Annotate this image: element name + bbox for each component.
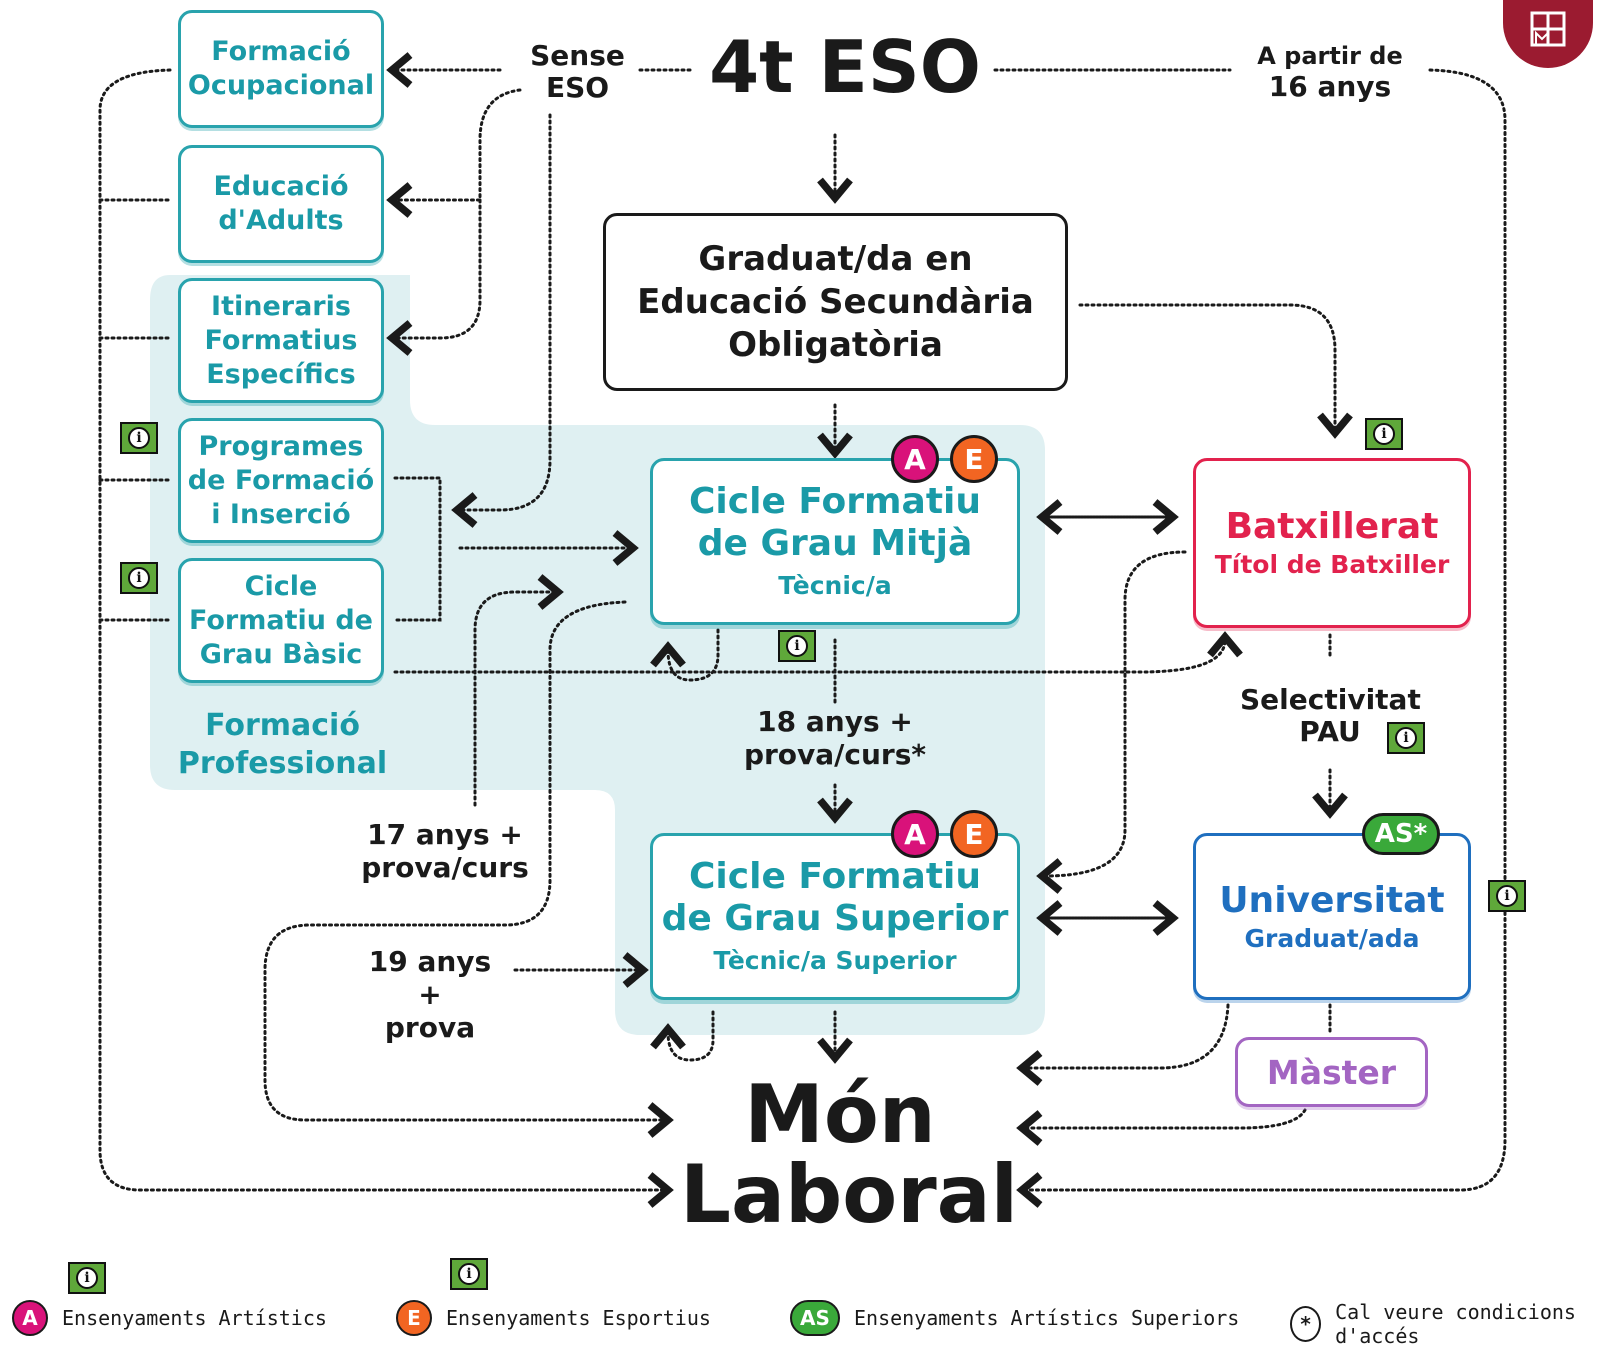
grau-superior-box[interactable]: Cicle Formatiu de Grau Superior Tècnic/a… (650, 833, 1020, 1000)
condition-19-anys: 19 anys + prova (368, 945, 492, 1044)
legend-esportius: E Ensenyaments Esportius (396, 1300, 711, 1336)
mon-label: Món (744, 1068, 936, 1161)
sense-eso-label: Sense ESO (530, 39, 625, 104)
programes-label: Programes de Formació i Inserció (187, 430, 375, 530)
formacio-ocupacional-label: Formació Ocupacional (187, 36, 375, 101)
badge-artistics: A (891, 435, 939, 483)
universitat-subtitle: Graduat/ada (1244, 923, 1420, 953)
universitat-box[interactable]: Universitat Graduat/ada (1193, 833, 1471, 1000)
info-icon[interactable]: i (450, 1258, 488, 1290)
legend-a-icon: A (12, 1300, 48, 1336)
universitat-title: Universitat (1219, 879, 1445, 921)
mon-laboral-label: Món Laboral (680, 1068, 1019, 1241)
master-box[interactable]: Màster (1235, 1037, 1428, 1107)
a-partir-label: A partir de (1257, 42, 1403, 70)
condition-17-anys: 17 anys + prova/curs (361, 818, 529, 884)
condition-18-anys: 18 anys + prova/curs* (743, 705, 927, 771)
info-icon[interactable]: i (1387, 722, 1425, 754)
fp-label: Formació Professional (177, 708, 388, 781)
legend-condicions: * Cal veure condicions d'accés (1290, 1300, 1621, 1348)
selectivitat-label: Selectivitat (1240, 683, 1421, 716)
legend-esportius-label: Ensenyaments Esportius (446, 1306, 711, 1330)
legend-star-icon: * (1290, 1306, 1322, 1342)
laboral-label: Laboral (680, 1148, 1019, 1241)
legend-artistics-label: Ensenyaments Artístics (62, 1306, 327, 1330)
formacio-ocupacional-box[interactable]: Formació Ocupacional (178, 10, 384, 128)
batxillerat-title: Batxillerat (1225, 506, 1439, 547)
master-title: Màster (1266, 1052, 1397, 1092)
info-icon[interactable]: i (68, 1262, 106, 1294)
badge-esportius: E (950, 435, 998, 483)
info-icon[interactable]: i (120, 562, 158, 594)
educacio-adults-label: Educació d'Adults (213, 171, 349, 236)
itineraris-box[interactable]: Itineraris Formatius Específics (178, 278, 384, 403)
info-icon[interactable]: i (778, 630, 816, 662)
legend-condicions-label: Cal veure condicions d'accés (1335, 1300, 1576, 1348)
legend-artistics: A Ensenyaments Artístics (12, 1300, 327, 1336)
cicle-basic-box[interactable]: Cicle Formatiu de Grau Bàsic (178, 558, 384, 683)
legend-as-icon: AS (790, 1300, 840, 1336)
programes-box[interactable]: Programes de Formació i Inserció (178, 418, 384, 543)
title-4t-eso: 4t ESO (709, 25, 981, 109)
legend-e-icon: E (396, 1300, 432, 1336)
cicle-basic-label: Cicle Formatiu de Grau Bàsic (189, 570, 373, 670)
badge-artistics: A (891, 810, 939, 858)
pau-label: PAU (1299, 715, 1361, 748)
grau-superior-title: Cicle Formatiu de Grau Superior (661, 855, 1009, 939)
educacio-adults-box[interactable]: Educació d'Adults (178, 145, 384, 263)
badge-esportius: E (950, 810, 998, 858)
graduat-eso-box[interactable]: Graduat/da en Educació Secundària Obliga… (603, 213, 1068, 391)
grau-mitja-title: Cicle Formatiu de Grau Mitjà (689, 480, 981, 564)
legend-artistics-superiors-label: Ensenyaments Artístics Superiors (854, 1306, 1240, 1330)
batxillerat-subtitle: Títol de Batxiller (1214, 550, 1450, 579)
grau-mitja-subtitle: Tècnic/a (778, 570, 892, 600)
itineraris-label: Itineraris Formatius Específics (204, 290, 358, 390)
info-icon[interactable]: i (1488, 880, 1526, 912)
graduat-eso-label: Graduat/da en Educació Secundària Obliga… (637, 238, 1034, 365)
legend-artistics-superiors: AS Ensenyaments Artístics Superiors (790, 1300, 1239, 1336)
anys16-label: 16 anys (1268, 70, 1392, 103)
badge-artistics-superiors: AS* (1362, 813, 1440, 855)
info-icon[interactable]: i (120, 422, 158, 454)
info-icon[interactable]: i (1365, 418, 1403, 450)
batxillerat-box[interactable]: Batxillerat Títol de Batxiller (1193, 458, 1471, 628)
grau-mitja-box[interactable]: Cicle Formatiu de Grau Mitjà Tècnic/a (650, 458, 1020, 625)
grau-superior-subtitle: Tècnic/a Superior (713, 945, 957, 975)
